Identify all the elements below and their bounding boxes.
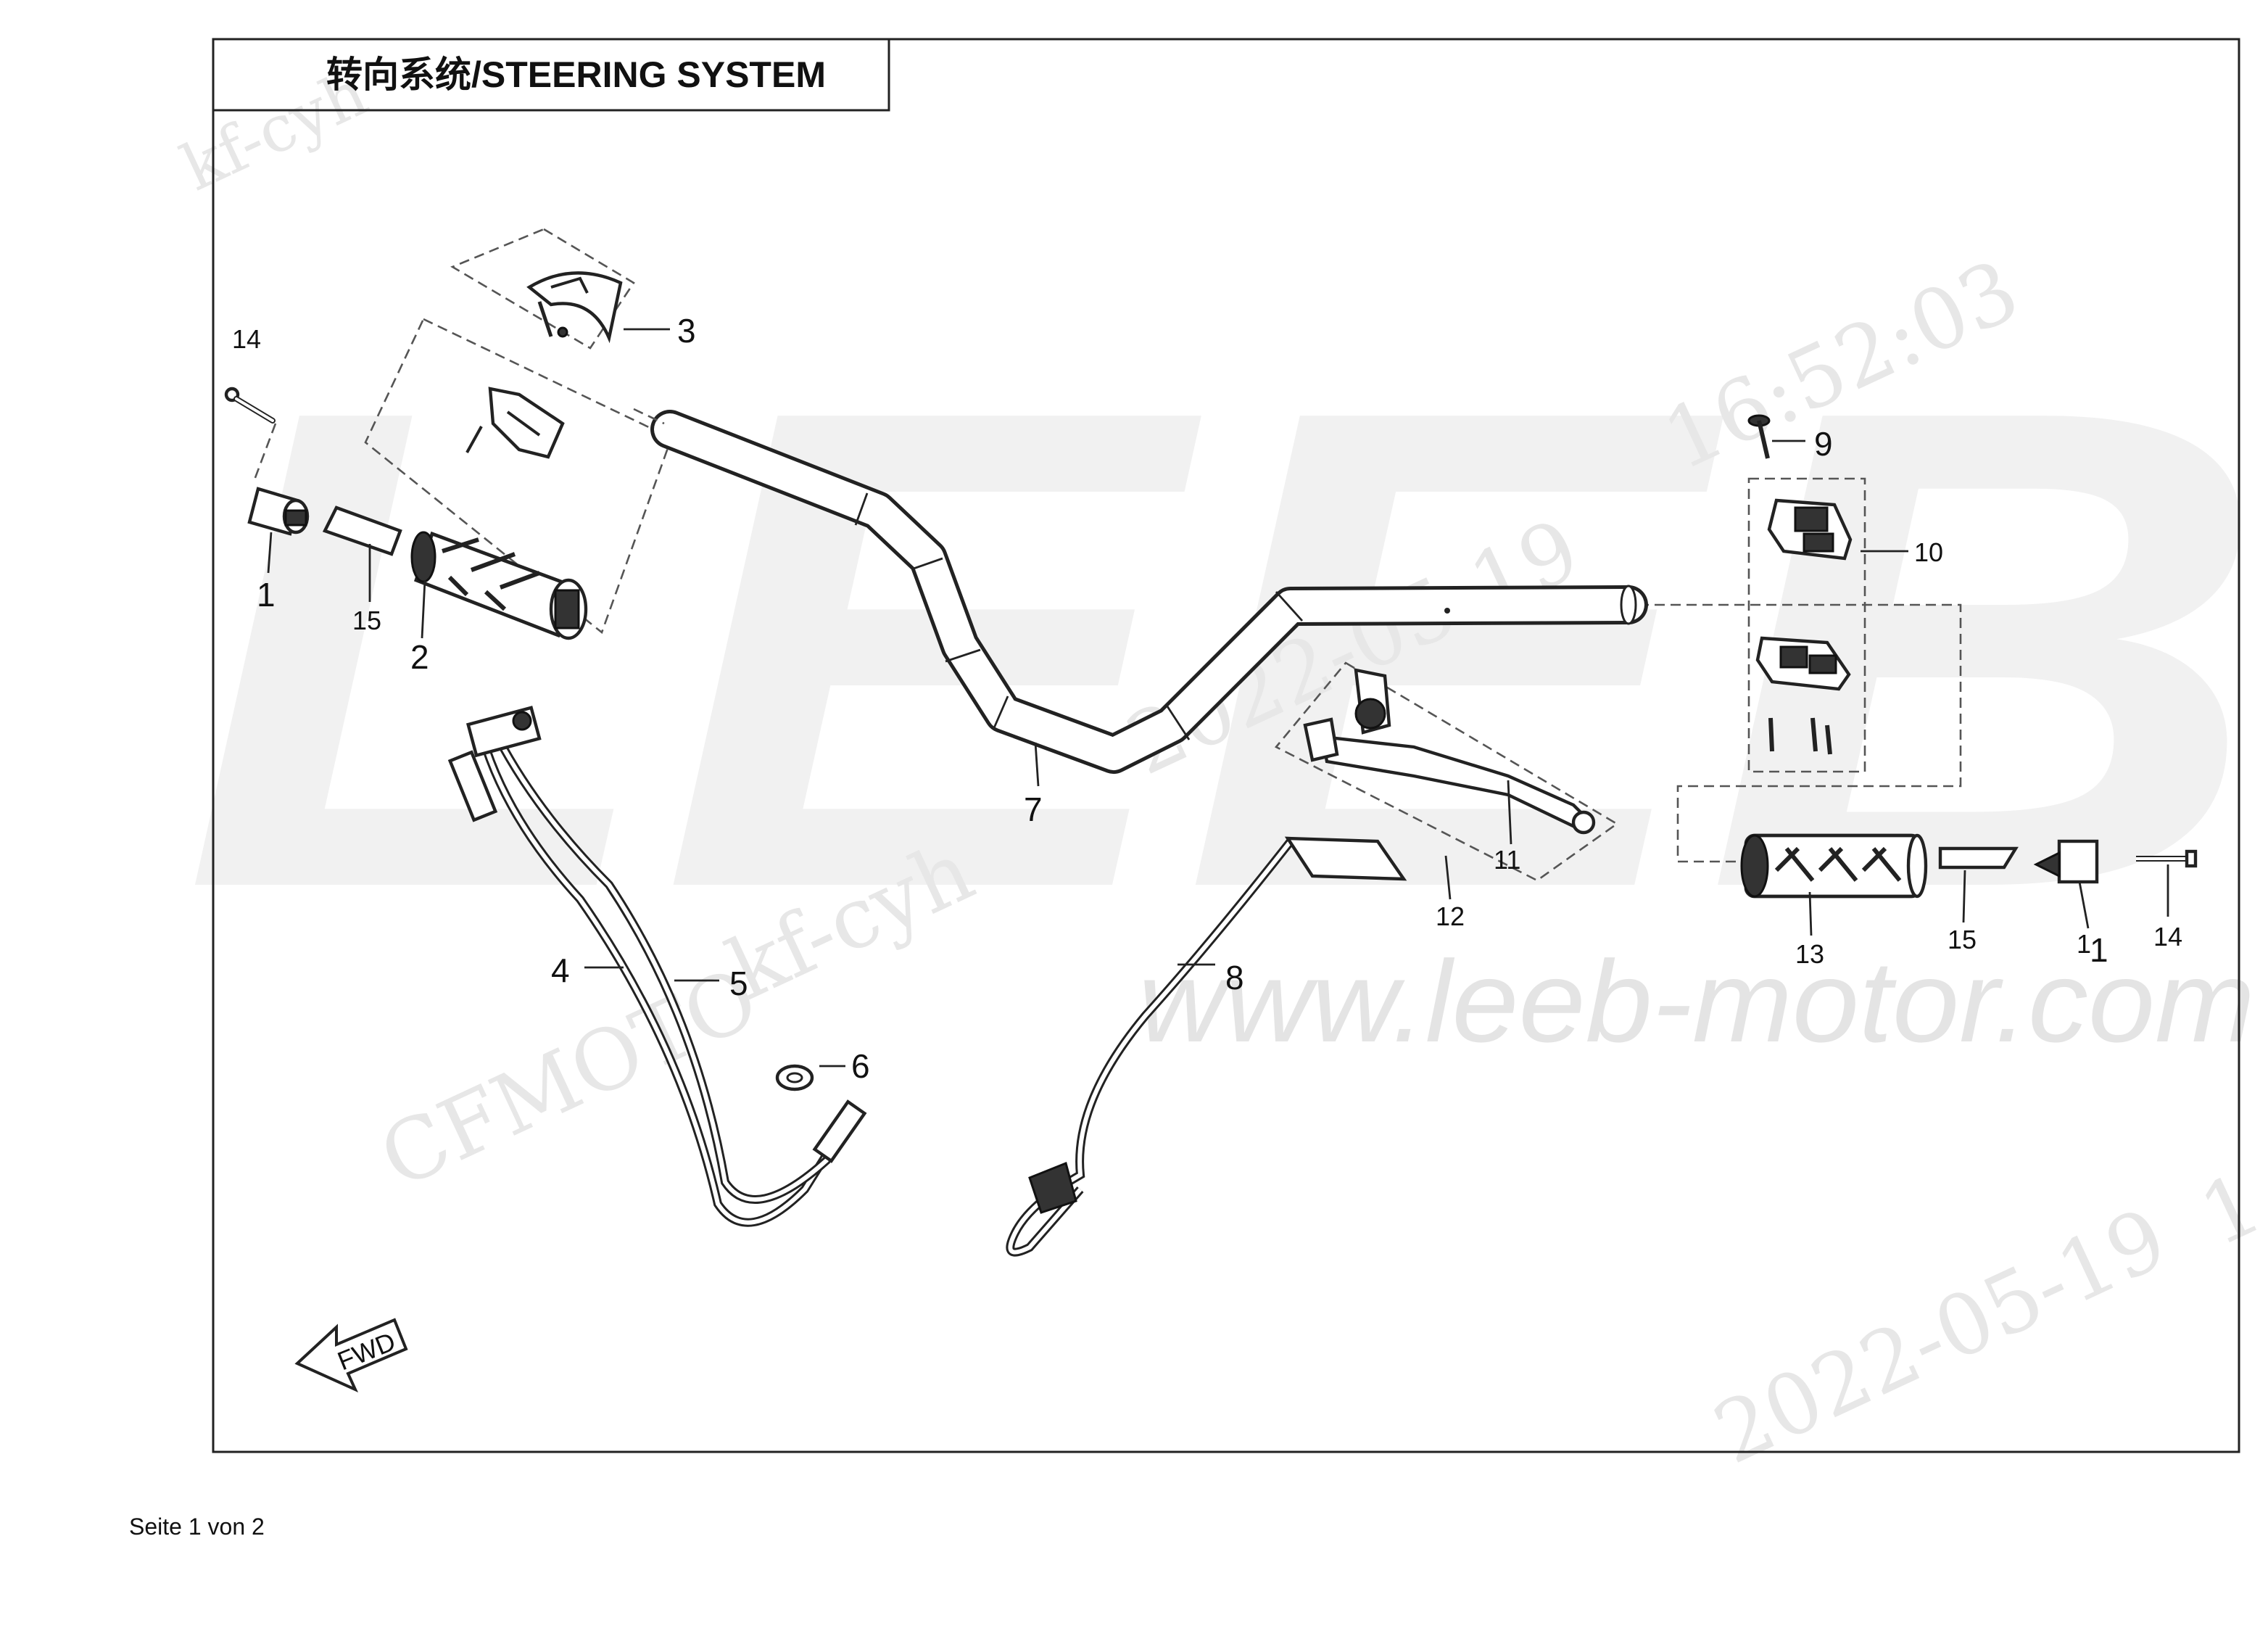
- callout-10: 10: [1914, 537, 1943, 567]
- bolt-left: [224, 387, 276, 424]
- callout-1-left: 1: [257, 576, 276, 614]
- cable-clamp: [775, 1064, 814, 1091]
- diagram-frame: [212, 38, 2240, 1453]
- callout-13: 13: [1795, 939, 1824, 969]
- throttle-grip: [410, 531, 588, 640]
- title-box: [212, 38, 890, 112]
- clutch-lever: [1303, 668, 1596, 835]
- screw-9: [1747, 414, 1771, 459]
- callout-labels: 1 15 2 3 14 4 5 6 7 8 9 10 11 12 13 15 1…: [232, 312, 2182, 1085]
- callout-2: 2: [410, 638, 429, 676]
- bar-end-weight-left: [247, 487, 310, 536]
- callout-7: 7: [1024, 790, 1043, 828]
- callout-12: 12: [1436, 901, 1465, 931]
- callout-3: 3: [677, 312, 696, 350]
- callout-6: 6: [851, 1047, 870, 1085]
- fwd-arrow: FWD: [294, 1318, 408, 1392]
- callout-14-right: 14: [2153, 922, 2182, 951]
- bolt-left-leader: [252, 423, 277, 482]
- bolt-right: [2136, 849, 2198, 868]
- switch-housing-lower: [465, 387, 565, 459]
- leader-lines: [267, 328, 2169, 1068]
- callout-14-left: 14: [232, 324, 261, 354]
- callout-9: 9: [1814, 425, 1833, 463]
- page-title: 转向系统/STEERING SYSTEM: [326, 54, 826, 95]
- callout-1-right-small: 1: [2077, 929, 2091, 959]
- switch-housing-upper: [526, 271, 623, 344]
- watermark-url: www.leeb-motor.com: [1138, 936, 2255, 1066]
- switch-10-lower: [1755, 636, 1851, 755]
- switch-3-assembly-box: [450, 228, 635, 350]
- callout-15-right: 15: [1948, 925, 1977, 954]
- switch-10-assembly-box: [1747, 477, 1866, 773]
- callout-8: 8: [1225, 959, 1244, 996]
- throttle-assembly-box: [364, 318, 673, 635]
- callout-11: 11: [1494, 845, 1520, 875]
- grip-right: [1740, 833, 1928, 899]
- right-assembly-leader: [1639, 603, 1962, 863]
- callout-1-right: 1: [2090, 931, 2108, 969]
- watermark-date-bottom: 2022-05-19: [1700, 1189, 2181, 1483]
- watermark-edge-digit: 1: [2186, 1155, 2268, 1266]
- callout-15-left: 15: [352, 606, 381, 635]
- sleeve-right: [1938, 846, 2019, 870]
- watermark-layer: LEEB www.leeb-motor.com kf-cyh kf-cyh CF…: [170, 55, 2268, 1483]
- bar-end-weight-right: [2033, 839, 2099, 884]
- callout-5: 5: [729, 965, 748, 1002]
- page-footer: Seite 1 von 2: [129, 1514, 265, 1540]
- sleeve-left: [322, 505, 402, 556]
- switch-10-upper: [1767, 498, 1853, 561]
- clutch-cable: [1006, 836, 1407, 1257]
- left-assembly-leader: [633, 408, 665, 425]
- throttle-cables: [447, 706, 867, 1227]
- handlebar: [650, 410, 1648, 774]
- callout-4: 4: [551, 951, 570, 989]
- clutch-lever-assembly-box: [1274, 661, 1619, 882]
